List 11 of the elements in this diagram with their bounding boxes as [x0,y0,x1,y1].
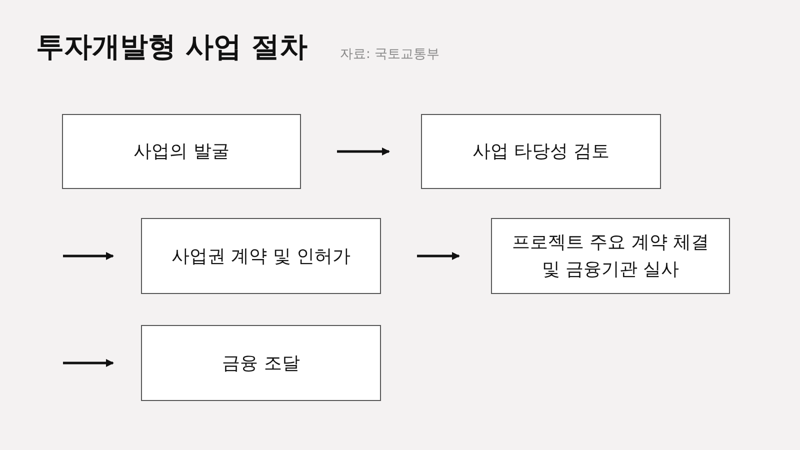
arrow [63,252,114,260]
process-box: 금융 조달 [141,325,381,401]
arrow [337,148,390,156]
process-box: 사업권 계약 및 인허가 [141,218,381,294]
process-box: 프로젝트 주요 계약 체결 및 금융기관 실사 [491,218,730,294]
process-box: 사업의 발굴 [62,114,301,189]
source-note: 자료: 국토교통부 [340,46,440,63]
arrow [63,359,114,367]
process-box: 사업 타당성 검토 [421,114,661,189]
title: 투자개발형 사업 절차 [36,29,308,65]
arrow [417,252,460,260]
